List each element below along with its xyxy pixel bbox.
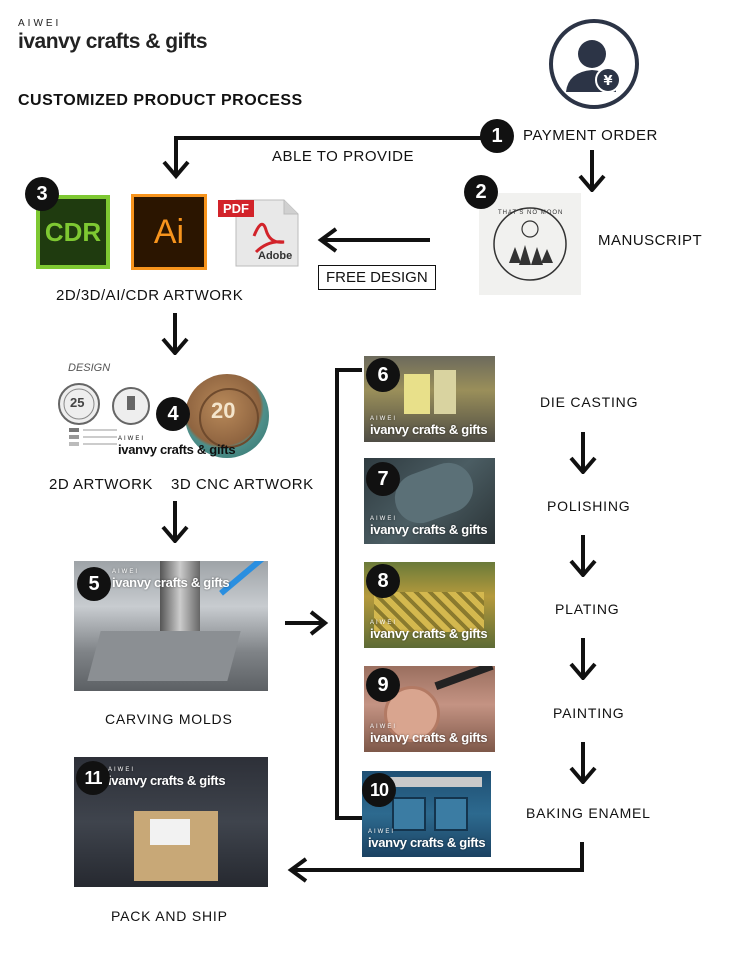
- pack-and-ship-label: PACK AND SHIP: [111, 908, 228, 924]
- step-number-badge: 2: [464, 175, 498, 209]
- process-bracket: [335, 368, 362, 820]
- payment-user-icon: ¥: [548, 18, 640, 110]
- arrow-right-icon: [285, 610, 329, 636]
- step-number-badge: 7: [366, 462, 400, 496]
- payment-order-label: PAYMENT ORDER: [523, 127, 658, 144]
- painting-label: PAINTING: [553, 705, 625, 721]
- artwork-files-label: 2D/3D/AI/CDR ARTWORK: [56, 287, 244, 304]
- step-number-badge: 6: [366, 358, 400, 392]
- 3d-coin-image: 20: [185, 374, 269, 458]
- pdf-text: PDF: [218, 200, 254, 217]
- arrow-down-icon: [161, 313, 189, 355]
- stamp-text: THAT'S NO MOON: [498, 210, 564, 216]
- able-to-provide-label: ABLE TO PROVIDE: [272, 148, 414, 165]
- page-title: CUSTOMIZED PRODUCT PROCESS: [18, 92, 303, 109]
- arrow-down-icon: [569, 638, 597, 680]
- step-number-badge: 11: [76, 761, 110, 795]
- 2d-design-image: 25: [55, 378, 185, 462]
- arrow-to-artwork: [162, 136, 482, 180]
- step-number-badge: 4: [156, 397, 190, 431]
- 2d-artwork-label: 2D ARTWORK: [49, 476, 153, 493]
- cdr-text: CDR: [44, 216, 102, 247]
- design-caption: DESIGN: [68, 362, 111, 374]
- pdf-file-icon: PDF Adobe: [218, 196, 302, 268]
- svg-text:¥: ¥: [603, 74, 612, 89]
- step-number-badge: 1: [480, 119, 514, 153]
- brand-logo: ivanvy crafts & gifts: [18, 30, 208, 53]
- design-watermark: AIWEI ivanvy crafts & gifts: [118, 436, 236, 457]
- arrow-down-icon: [161, 501, 189, 543]
- baking-enamel-label: BAKING ENAMEL: [526, 805, 651, 821]
- step-number-badge: 3: [25, 177, 59, 211]
- coin-number: 20: [211, 398, 236, 423]
- arrow-down-icon: [578, 150, 606, 192]
- die-casting-label: DIE CASTING: [540, 394, 639, 410]
- arrow-down-icon: [569, 535, 597, 577]
- arrow-left-icon: [317, 227, 430, 253]
- ai-text: Ai: [153, 212, 185, 251]
- step-number-badge: 10: [362, 773, 396, 807]
- arrow-to-pack: [287, 842, 584, 883]
- step-number-badge: 8: [366, 564, 400, 598]
- adobe-text: Adobe: [258, 250, 293, 262]
- step-number-badge: 5: [77, 567, 111, 601]
- polishing-label: POLISHING: [547, 498, 631, 514]
- free-design-label: FREE DESIGN: [318, 265, 436, 290]
- 3d-cnc-artwork-label: 3D CNC ARTWORK: [171, 476, 314, 493]
- arrow-down-icon: [569, 742, 597, 784]
- brand-small: AIWEI: [18, 18, 62, 29]
- plating-label: PLATING: [555, 601, 620, 617]
- manuscript-stamp-image: THAT'S NO MOON: [479, 193, 581, 295]
- arrow-down-icon: [569, 432, 597, 474]
- manuscript-label: MANUSCRIPT: [598, 232, 703, 249]
- carving-molds-label: CARVING MOLDS: [105, 711, 233, 727]
- small-coin-number: 25: [70, 395, 85, 410]
- ai-file-icon: Ai: [131, 194, 207, 270]
- step-number-badge: 9: [366, 668, 400, 702]
